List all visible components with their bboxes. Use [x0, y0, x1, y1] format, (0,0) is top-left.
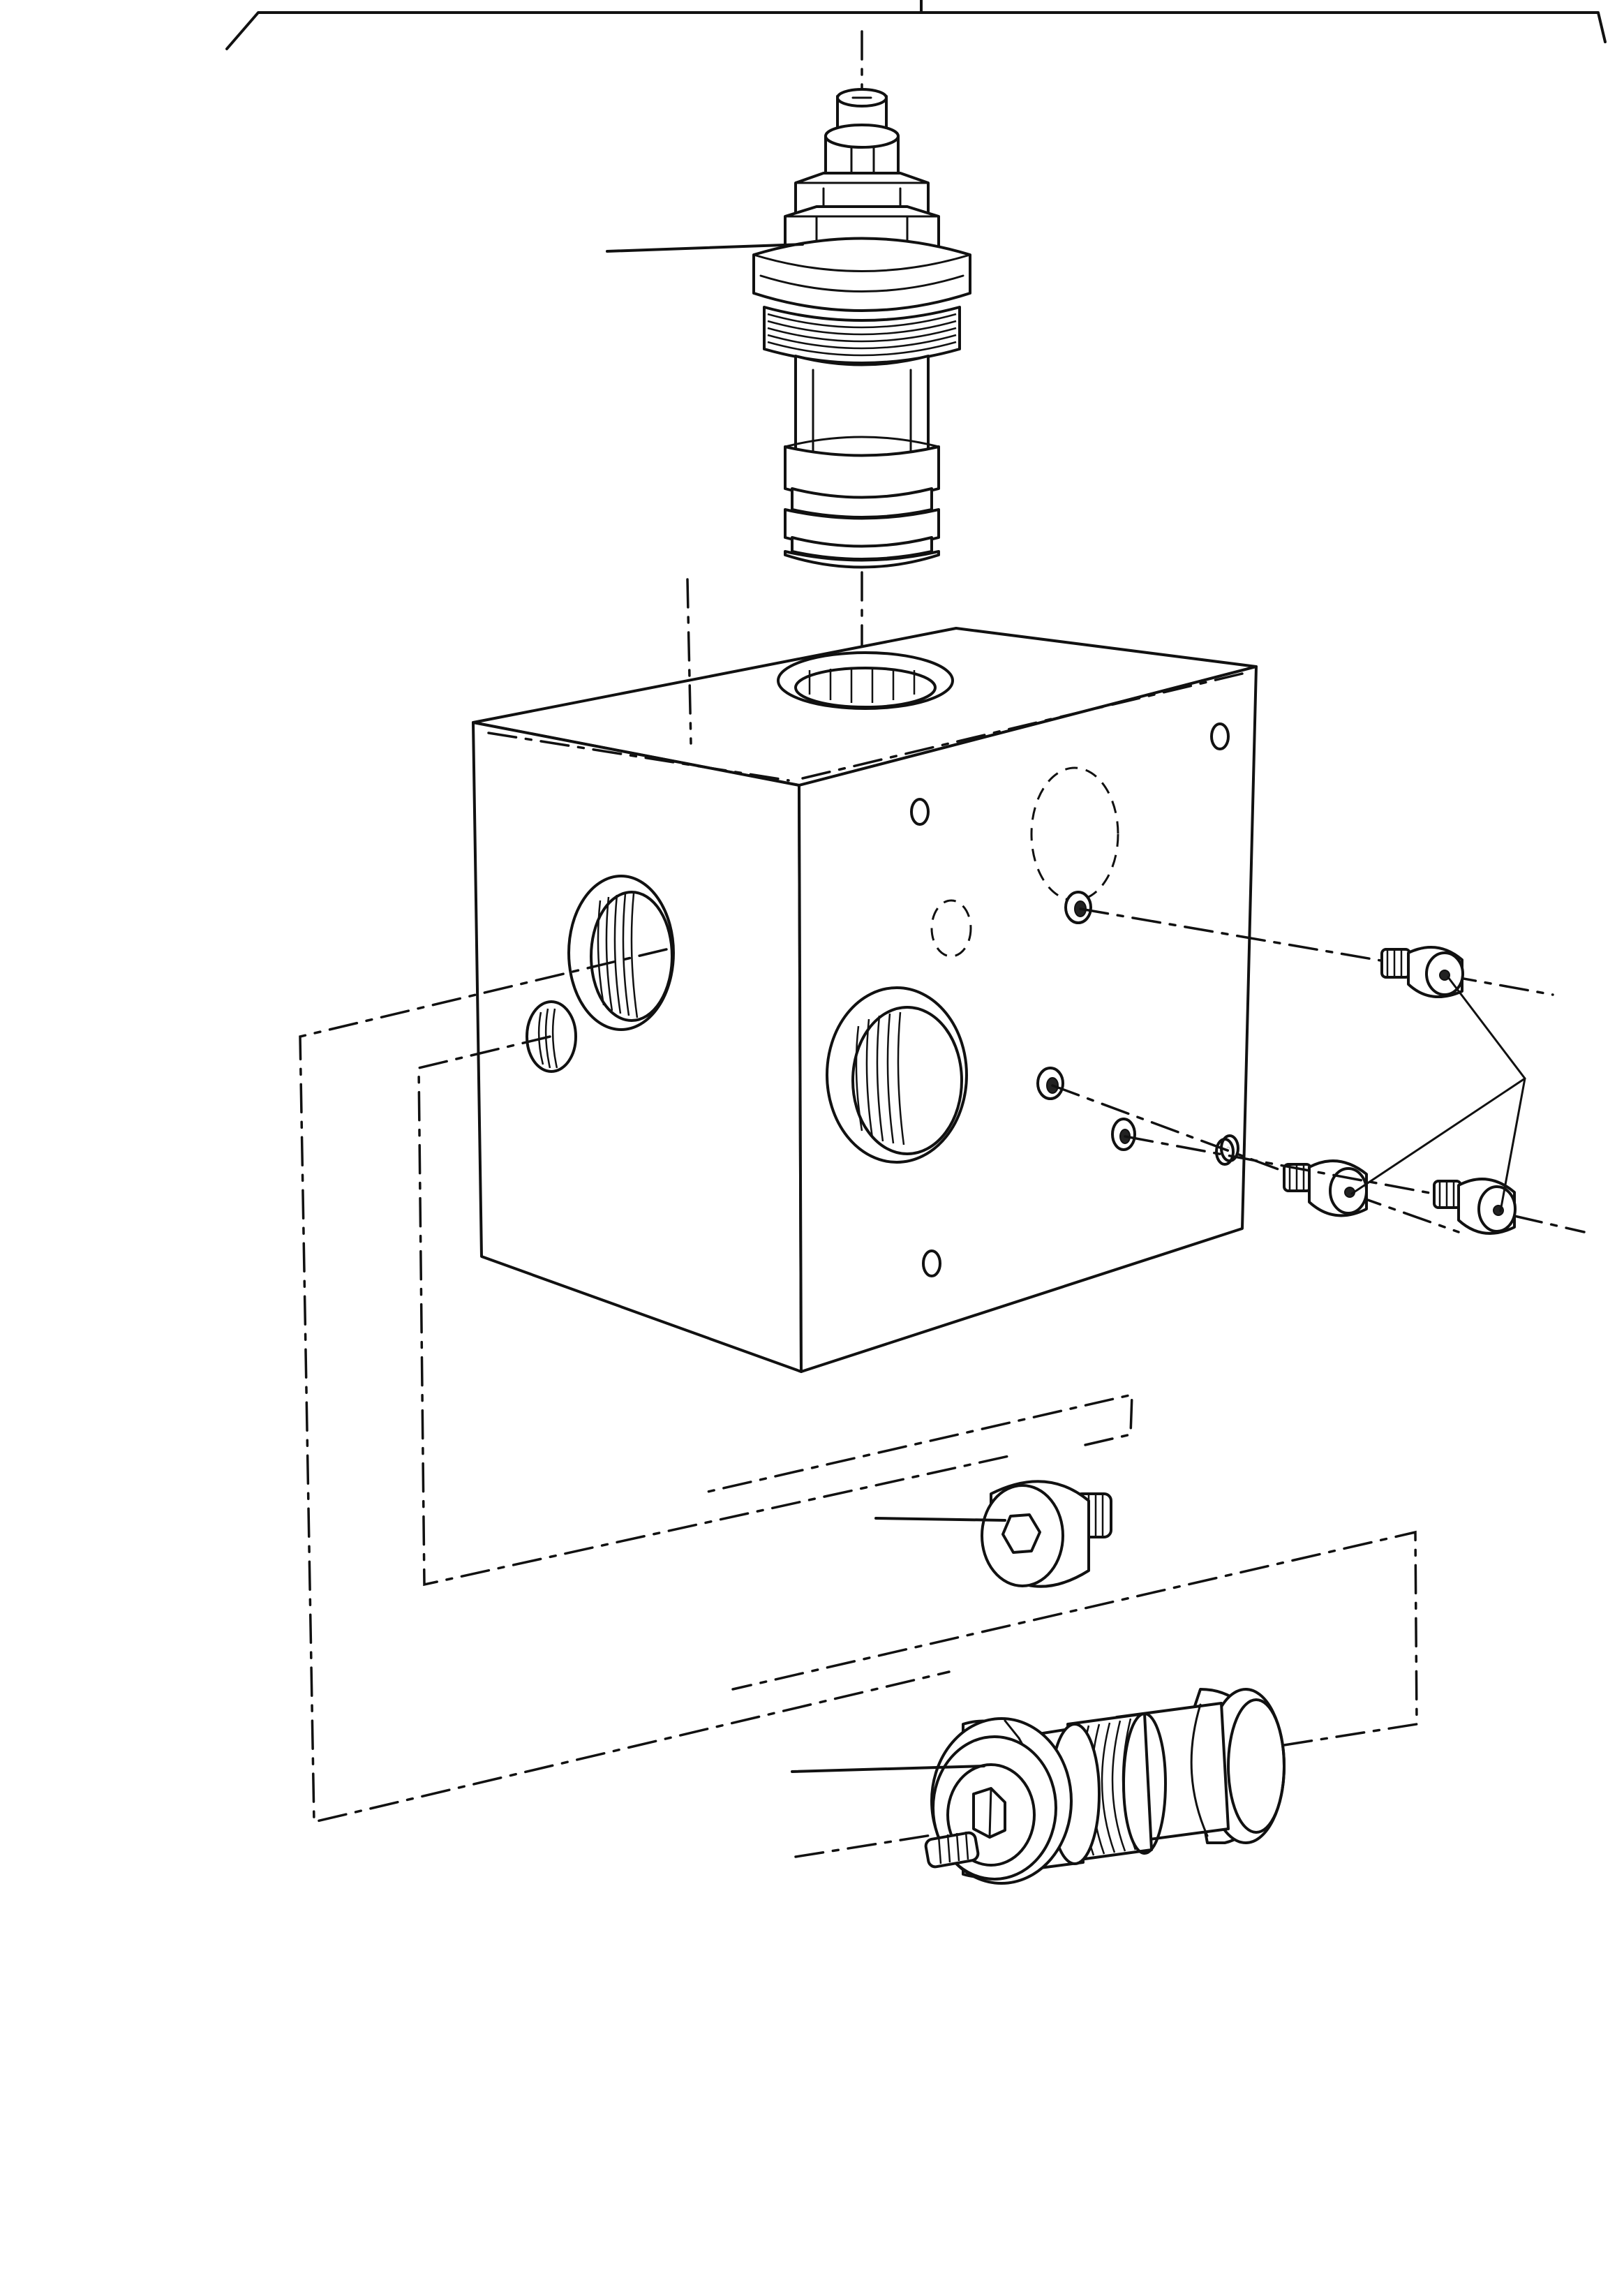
leader-lines-plugs — [1350, 976, 1526, 1212]
drawing-frame — [225, 0, 1607, 50]
plug-lower-left — [1051, 1084, 1460, 1233]
thread-lines-port-right — [855, 1011, 905, 1145]
side-plug — [981, 1480, 1112, 1588]
leader-line-top-valve — [606, 243, 804, 253]
cartridge-valve-top — [752, 30, 971, 678]
connector-lines — [299, 948, 1418, 1858]
manifold-block — [472, 578, 1258, 1373]
thread-lines-top — [767, 313, 957, 357]
plug-upper — [1079, 907, 1554, 998]
plug-lower-right — [1124, 1135, 1586, 1235]
thread-lines-port-left — [597, 893, 639, 1018]
thread-lines-bore — [808, 668, 916, 703]
thread-lines-stud — [937, 1831, 969, 1864]
leader-line-relief-valve — [791, 1765, 985, 1773]
relief-valve-bottom — [924, 1688, 1286, 1885]
leader-line-side-plug — [874, 1517, 1006, 1522]
